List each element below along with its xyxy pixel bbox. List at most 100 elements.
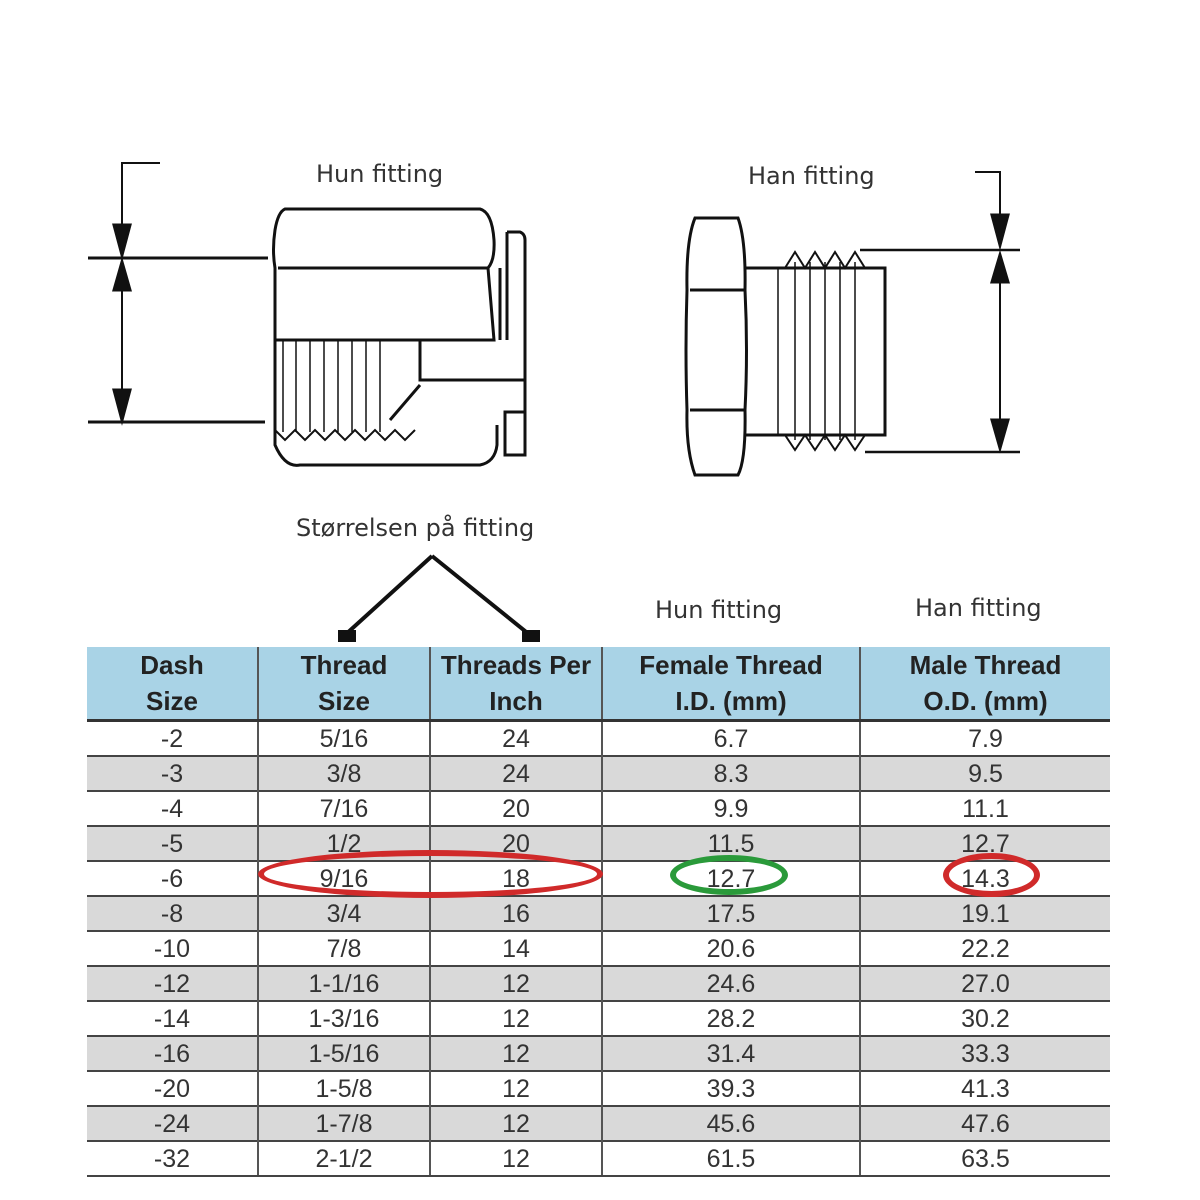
table-cell: -8: [87, 895, 258, 931]
table-cell: 1-7/8: [257, 1105, 430, 1141]
male-fitting-drawing: [684, 171, 1020, 477]
table-cell: 9.5: [859, 755, 1110, 791]
table-cell: -6: [87, 860, 258, 896]
table-cell: 1-1/16: [257, 965, 430, 1001]
table-cell: -10: [87, 930, 258, 966]
table-cell: 3/4: [257, 895, 430, 931]
female-fitting-drawing: [88, 162, 527, 467]
fitting-size-label: Størrelsen på fitting: [296, 514, 535, 542]
table-cell: 5/16: [257, 719, 430, 756]
table-cell: 19.1: [859, 895, 1110, 931]
table-cell: 14: [429, 930, 602, 966]
table-cell: 24: [429, 719, 602, 756]
table-cell: 1-5/8: [257, 1070, 430, 1106]
table-cell: 9/16: [257, 860, 430, 896]
table-cell: 61.5: [601, 1140, 860, 1177]
table-cell: -24: [87, 1105, 258, 1141]
table-cell: -2: [87, 719, 258, 756]
table-cell: 24.6: [601, 965, 860, 1001]
table-cell: 14.3: [859, 860, 1110, 896]
table-cell: 27.0: [859, 965, 1110, 1001]
column-header-line: Thread: [300, 650, 388, 680]
table-cell: 7/8: [257, 930, 430, 966]
column-header-line: Female Thread: [639, 650, 823, 680]
female-fitting-label: Hun fitting: [316, 160, 444, 188]
column-header-line: Dash: [140, 650, 204, 680]
table-cell: 2-1/2: [257, 1140, 430, 1177]
column-header-line: Size: [317, 686, 371, 716]
table-cell: 22.2: [859, 930, 1110, 966]
table-cell: 17.5: [601, 895, 860, 931]
size-pointer-arrows: [338, 554, 540, 642]
fitting-drawings: [88, 162, 1020, 642]
table-cell: 6.7: [601, 719, 860, 756]
table-cell: -16: [87, 1035, 258, 1071]
table-cell: 7.9: [859, 719, 1110, 756]
table-cell: 41.3: [859, 1070, 1110, 1106]
table-cell: 11.1: [859, 790, 1110, 826]
column-header-line: Size: [145, 686, 199, 716]
table-cell: -3: [87, 755, 258, 791]
table-cell: 7/16: [257, 790, 430, 826]
table-cell: 16: [429, 895, 602, 931]
table-cell: 12: [429, 1140, 602, 1177]
male-column-label: Han fitting: [915, 594, 1042, 622]
table-cell: 47.6: [859, 1105, 1110, 1141]
column-header-line: Threads Per: [440, 650, 592, 680]
table-cell: 1-3/16: [257, 1000, 430, 1036]
table-cell: 12: [429, 1035, 602, 1071]
table-cell: 12.7: [601, 860, 860, 896]
table-cell: 20: [429, 825, 602, 861]
column-header-line: I.D. (mm): [675, 686, 787, 716]
table-cell: 39.3: [601, 1070, 860, 1106]
table-cell: 20: [429, 790, 602, 826]
table-cell: 30.2: [859, 1000, 1110, 1036]
table-cell: 12: [429, 1070, 602, 1106]
table-cell: 1-5/16: [257, 1035, 430, 1071]
table-cell: 9.9: [601, 790, 860, 826]
column-header-line: Inch: [489, 686, 543, 716]
column-header-line: Male Thread: [909, 650, 1062, 680]
table-cell: -14: [87, 1000, 258, 1036]
table-cell: 45.6: [601, 1105, 860, 1141]
table-cell: -20: [87, 1070, 258, 1106]
table-cell: 33.3: [859, 1035, 1110, 1071]
table-cell: 20.6: [601, 930, 860, 966]
column-header-line: O.D. (mm): [923, 686, 1048, 716]
table-cell: 12: [429, 1000, 602, 1036]
female-column-label: Hun fitting: [655, 596, 783, 624]
table-cell: 12: [429, 1105, 602, 1141]
table-cell: -32: [87, 1140, 258, 1177]
male-fitting-label: Han fitting: [748, 162, 875, 190]
table-cell: -4: [87, 790, 258, 826]
table-cell: 28.2: [601, 1000, 860, 1036]
table-cell: -12: [87, 965, 258, 1001]
table-cell: 63.5: [859, 1140, 1110, 1177]
table-cell: 31.4: [601, 1035, 860, 1071]
table-cell: 12.7: [859, 825, 1110, 861]
table-cell: -5: [87, 825, 258, 861]
table-cell: 18: [429, 860, 602, 896]
table-cell: 8.3: [601, 755, 860, 791]
table-cell: 12: [429, 965, 602, 1001]
table-cell: 11.5: [601, 825, 860, 861]
table-cell: 24: [429, 755, 602, 791]
